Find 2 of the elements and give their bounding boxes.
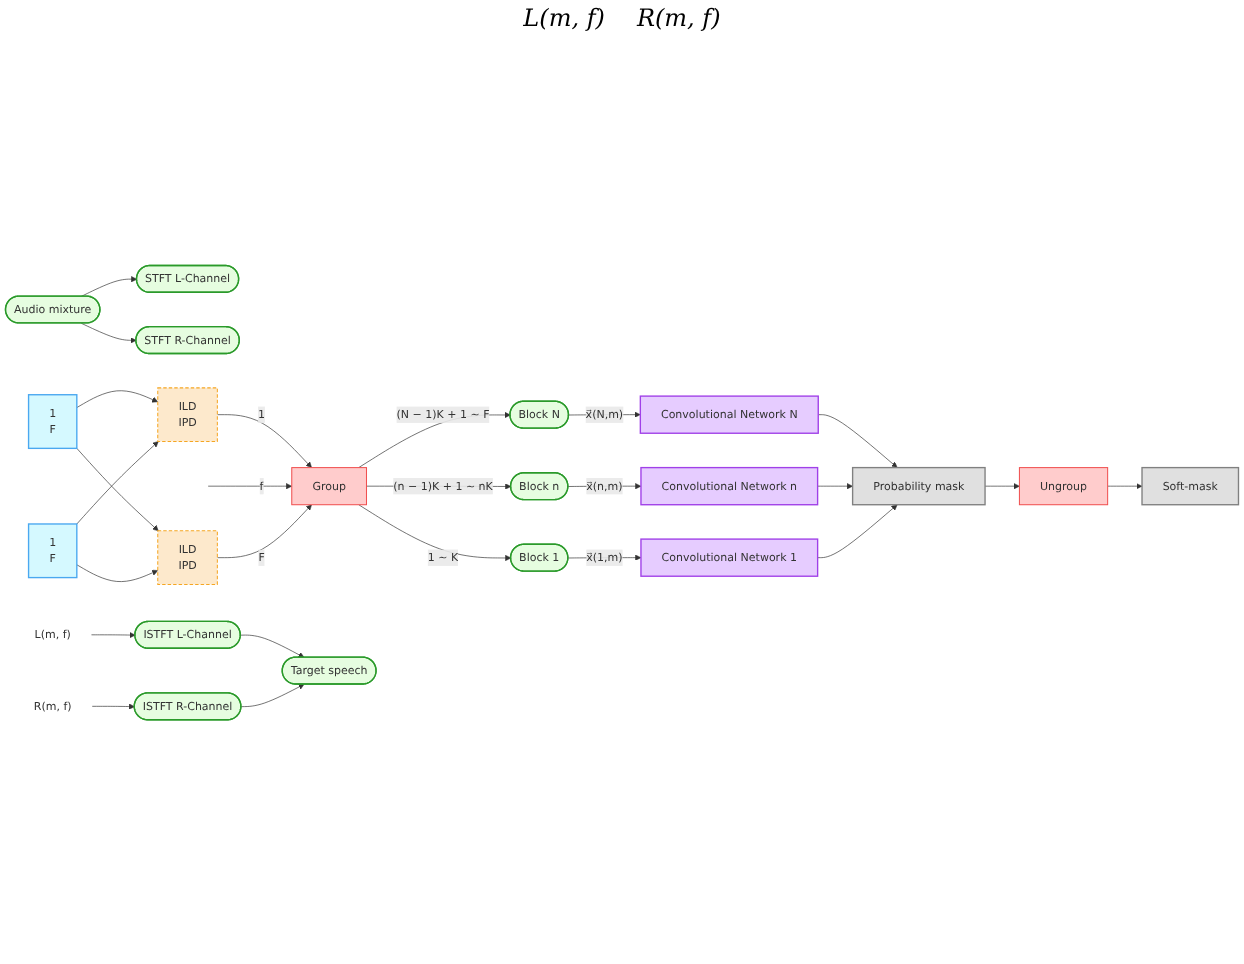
formula-label: R(m, f) (636, 4, 721, 32)
formula-label: L(m, f) (523, 4, 605, 32)
